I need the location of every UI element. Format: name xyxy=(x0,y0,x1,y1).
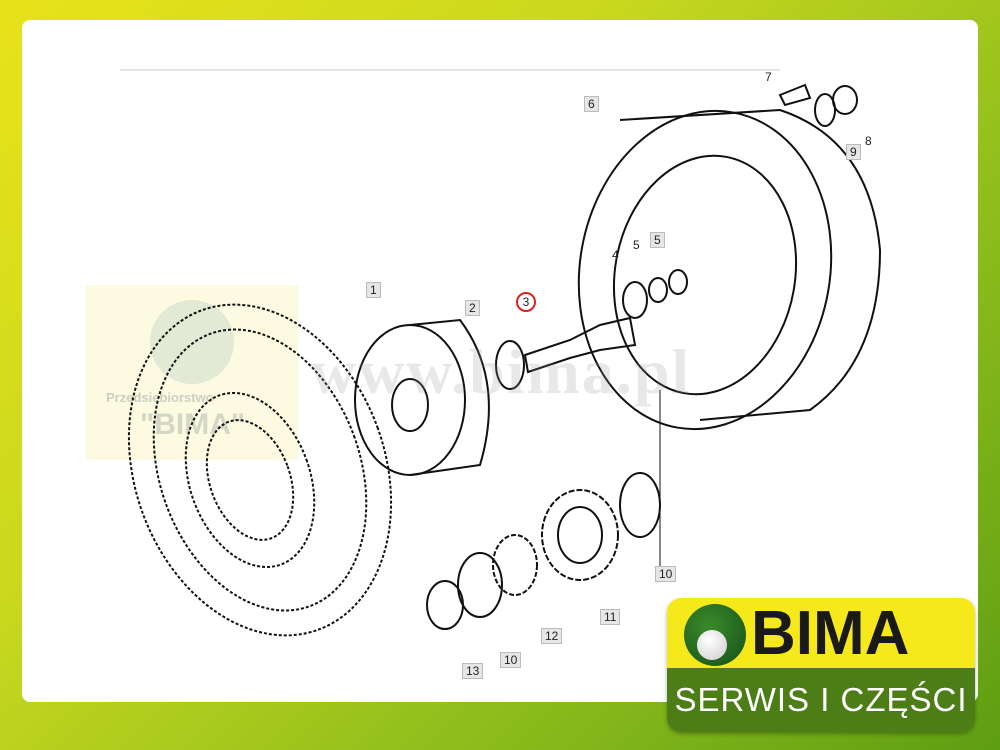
bolt-7 xyxy=(778,83,812,107)
circlip-4 xyxy=(622,281,648,319)
snap-ring xyxy=(619,472,661,538)
washer-5 xyxy=(648,277,668,303)
part-label-10b: 10 xyxy=(500,652,522,668)
snap-ring-2 xyxy=(457,552,503,618)
housing xyxy=(577,108,882,431)
part-label-6: 6 xyxy=(584,96,599,112)
watermark-url: www.bima.pl xyxy=(310,336,692,407)
retaining-ring xyxy=(495,340,525,390)
seal-9 xyxy=(814,93,836,127)
ring-gear xyxy=(541,489,619,581)
logo-white-ball-icon xyxy=(697,630,727,660)
part-label-4: 4 xyxy=(612,248,619,262)
part-label-3-highlighted: 3 xyxy=(516,292,536,312)
part-label-5: 5 xyxy=(633,238,640,252)
bima-logo: BIMA SERWIS I CZĘŚCI xyxy=(667,598,975,732)
part-label-13: 13 xyxy=(462,663,484,679)
part-label-11: 11 xyxy=(600,609,621,625)
part-label-5b: 5 xyxy=(650,232,665,248)
plug-8 xyxy=(832,85,858,115)
part-label-1: 1 xyxy=(366,282,381,298)
logo-tagline: SERWIS I CZĘŚCI xyxy=(667,668,975,732)
part-label-2: 2 xyxy=(465,300,480,316)
washer-5b xyxy=(668,269,688,295)
logo-brand: BIMA xyxy=(751,599,910,668)
part-label-7: 7 xyxy=(765,70,772,84)
part-label-10: 10 xyxy=(655,566,677,582)
circlip xyxy=(426,580,464,630)
part-label-9: 9 xyxy=(846,144,861,160)
part-label-12: 12 xyxy=(541,628,563,644)
watermark-logo-icon xyxy=(150,300,234,384)
planet-gear xyxy=(492,534,538,596)
splined-shaft xyxy=(523,316,637,374)
planet-carrier xyxy=(354,318,490,476)
hub-flange-dashed xyxy=(127,303,393,637)
watermark-company-line: Przedsiębiorstwo xyxy=(106,390,214,405)
part-label-8: 8 xyxy=(865,134,872,148)
